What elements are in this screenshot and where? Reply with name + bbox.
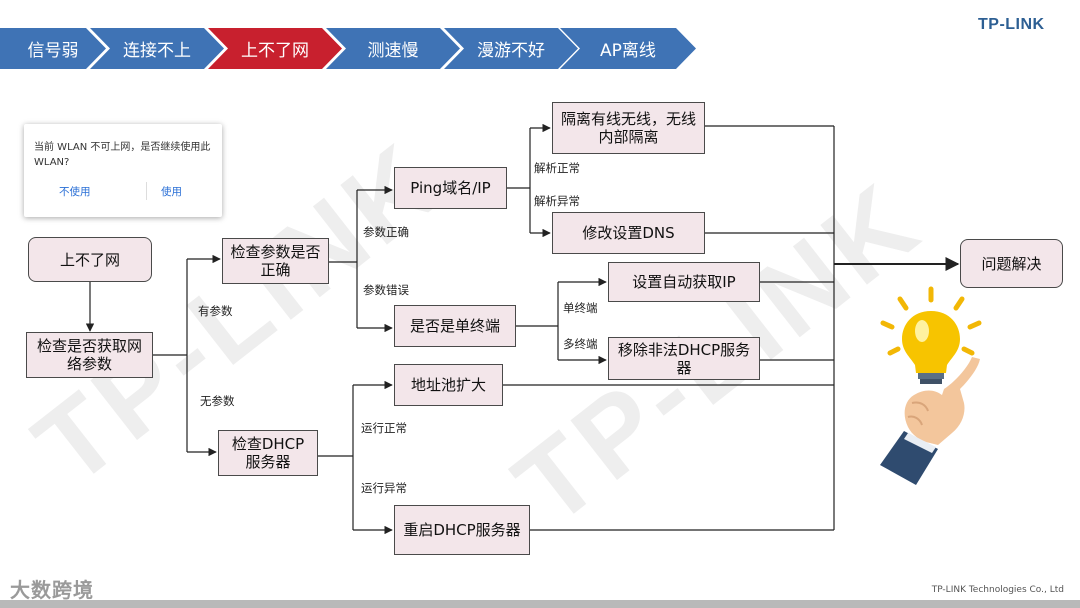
node-ping: Ping域名/IP — [394, 167, 507, 209]
dialog-yes-button[interactable]: 使用 — [161, 186, 182, 198]
node-single-terminal: 是否是单终端 — [394, 305, 516, 347]
node-check-params: 检查参数是否正确 — [222, 238, 329, 284]
crumb-cannot-connect[interactable]: 连接不上 — [90, 28, 224, 69]
node-check-ip: 检查是否获取网络参数 — [26, 332, 153, 378]
node-address-pool: 地址池扩大 — [394, 364, 503, 406]
crumb-slow-speed[interactable]: 测速慢 — [326, 28, 460, 69]
label-params-ok: 参数正确 — [363, 225, 409, 239]
label-resolve-bad: 解析异常 — [534, 194, 580, 208]
wlan-dialog: 当前 WLAN 不可上网，是否继续使用此 WLAN? 不使用 使用 — [24, 124, 222, 217]
label-run-bad: 运行异常 — [361, 481, 407, 495]
node-start: 上不了网 — [28, 237, 152, 282]
crumb-weak-signal[interactable]: 信号弱 — [0, 28, 106, 69]
dialog-no-button[interactable]: 不使用 — [59, 186, 91, 198]
dialog-divider — [146, 182, 147, 200]
label-single-terminal: 单终端 — [563, 301, 598, 315]
dialog-message: 当前 WLAN 不可上网，是否继续使用此 WLAN? — [34, 142, 211, 168]
label-no-params: 无参数 — [200, 394, 235, 408]
footer-bar — [0, 600, 1080, 608]
lightbulb-hand-icon — [880, 286, 982, 485]
label-multi-terminal: 多终端 — [563, 337, 598, 351]
node-isolate: 隔离有线无线，无线内部隔离 — [552, 102, 705, 154]
node-check-dhcp: 检查DHCP服务器 — [218, 430, 318, 476]
crumb-roaming[interactable]: 漫游不好 — [444, 28, 578, 69]
label-resolve-ok: 解析正常 — [534, 161, 580, 175]
tp-link-logo: TP-LINK — [978, 16, 1045, 33]
label-run-ok: 运行正常 — [361, 421, 407, 435]
node-resolved: 问题解决 — [960, 239, 1063, 288]
node-auto-ip: 设置自动获取IP — [608, 262, 760, 302]
label-params-bad: 参数错误 — [363, 283, 409, 297]
node-dns: 修改设置DNS — [552, 212, 705, 254]
node-remove-dhcp: 移除非法DHCP服务器 — [608, 337, 760, 380]
label-has-params: 有参数 — [198, 304, 233, 318]
crumb-ap-offline[interactable]: AP离线 — [560, 28, 696, 69]
node-restart-dhcp: 重启DHCP服务器 — [394, 505, 530, 555]
crumb-no-internet[interactable]: 上不了网 — [208, 28, 342, 69]
brand-watermark: 大数跨境 — [10, 578, 94, 602]
footer-copyright: TP-LINK Technologies Co., Ltd — [931, 585, 1064, 595]
